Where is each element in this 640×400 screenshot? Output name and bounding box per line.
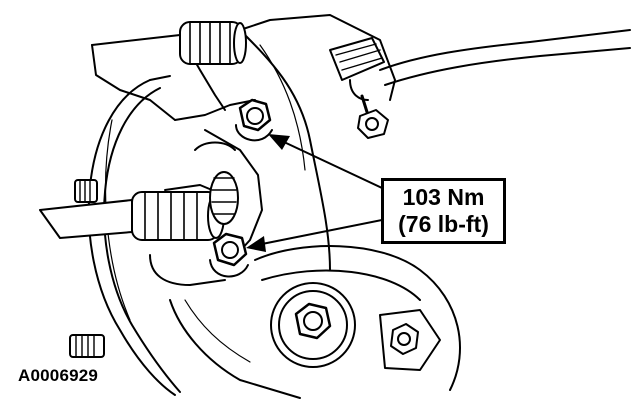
torque-callout: 103 Nm (76 lb-ft) xyxy=(381,178,506,244)
tie-rod xyxy=(329,29,631,139)
lower-caliper-bolt xyxy=(209,232,249,278)
upper-arrowhead xyxy=(268,134,290,150)
steering-knuckle xyxy=(254,245,461,391)
figure-id: A0006929 xyxy=(18,366,99,385)
ball-joint-nut xyxy=(270,282,356,368)
leader-arrows xyxy=(246,134,383,252)
upper-caliper-bolt xyxy=(235,98,273,142)
torque-lbft-label: (76 lb-ft) xyxy=(398,211,489,237)
upper-guide-pin xyxy=(179,21,247,65)
torque-nm-label: 103 Nm xyxy=(402,184,485,210)
caliper-bracket xyxy=(91,14,396,399)
center-hub xyxy=(209,171,239,225)
lower-arrowhead xyxy=(246,236,266,252)
lower-guide-pin xyxy=(39,191,225,241)
wheel-studs xyxy=(69,179,105,358)
